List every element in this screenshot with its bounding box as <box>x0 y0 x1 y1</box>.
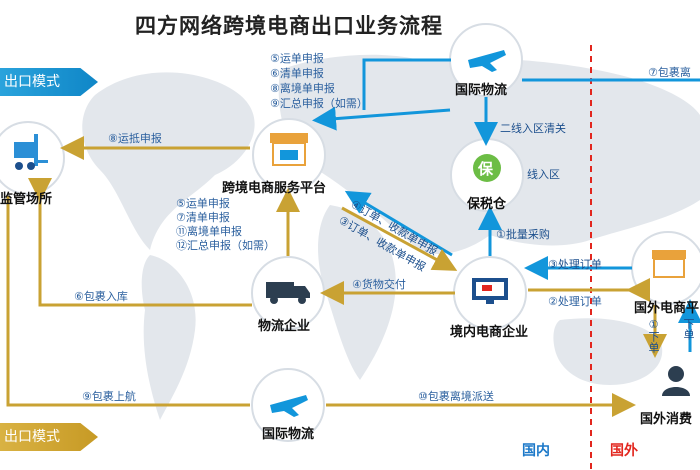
report-9-top: ⑨汇总申报（如需） <box>270 97 368 110</box>
truck-icon <box>266 282 310 304</box>
report-5-top: ⑤运单申报 <box>270 52 324 65</box>
supervision-label: 监管场所 <box>0 192 53 207</box>
region-domestic: 国内 <box>522 443 550 459</box>
intl-logistics-bottom-label: 国际物流 <box>262 427 315 442</box>
arrival-report-label: ⑧运抵申报 <box>108 132 162 145</box>
bonded-to-platform <box>312 106 451 131</box>
report-6-top: ⑥清单申报 <box>270 67 324 80</box>
export-mode-bottom: 出口模式 <box>0 423 98 451</box>
foreign-consumer-label: 国外消费 <box>640 412 693 427</box>
first-line-label: 线入区 <box>527 168 560 181</box>
page-title: 四方网络跨境电商出口业务流程 <box>135 14 443 38</box>
report-7-left: ⑦清单申报 <box>176 211 230 224</box>
process-order-3-label: ③处理订单 <box>548 258 602 271</box>
package-flight-label: ⑨包裹上航 <box>82 390 136 403</box>
platform-label: 跨境电商服务平台 <box>222 181 327 196</box>
process-order-2-label: ②处理订单 <box>548 295 602 308</box>
bonded-icon <box>473 154 501 182</box>
domestic-merchant-label: 境内电商企业 <box>450 325 529 340</box>
report-12-left: ⑫汇总申报（如需） <box>176 239 275 252</box>
package-flight-line <box>6 196 250 407</box>
intl-top-to-platform <box>362 58 451 110</box>
intl-logistics-top-label: 国际物流 <box>455 83 508 98</box>
report-5-left: ⑤运单申报 <box>176 197 230 210</box>
package-top-right-label: ⑦包裹离 <box>648 66 691 79</box>
package-delivery-label: ⑩包裹离境派送 <box>418 390 494 403</box>
world-map <box>82 54 700 420</box>
foreign-platform-node <box>631 231 700 305</box>
report-8-top: ⑧离境单申报 <box>270 82 335 95</box>
plane-bottom-icon <box>270 395 308 417</box>
package-in-label: ⑥包裹入库 <box>74 290 128 303</box>
place-order-label: ①下单 <box>647 318 660 353</box>
forklift-icon <box>14 134 48 170</box>
order-report-4-arrow <box>344 190 453 257</box>
airplane-icon <box>468 50 506 72</box>
region-foreign: 国外 <box>610 443 638 459</box>
bonded-label: 保税仓 <box>467 197 507 212</box>
store-icon <box>270 133 308 166</box>
order-report-3-arrow <box>341 206 458 271</box>
second-line-label: 二线入区清关 <box>500 122 566 135</box>
computer-icon <box>472 278 508 304</box>
bonded-icon-char: 保 <box>478 160 494 178</box>
store-foreign-icon <box>652 250 686 278</box>
report-11-left: ⑪离境单申报 <box>176 225 242 238</box>
logistics-company-label: 物流企业 <box>258 319 311 334</box>
goods-handover-label: ④货物交付 <box>352 278 406 291</box>
foreign-platform-label: 国外电商平 <box>634 301 700 316</box>
export-mode-top: 出口模式 <box>0 68 98 96</box>
bulk-purchase-label: ①批量采购 <box>496 228 550 241</box>
place-order-right-label: 下单 <box>682 318 695 340</box>
consumer-icon <box>662 366 690 396</box>
package-in-line <box>28 178 252 307</box>
